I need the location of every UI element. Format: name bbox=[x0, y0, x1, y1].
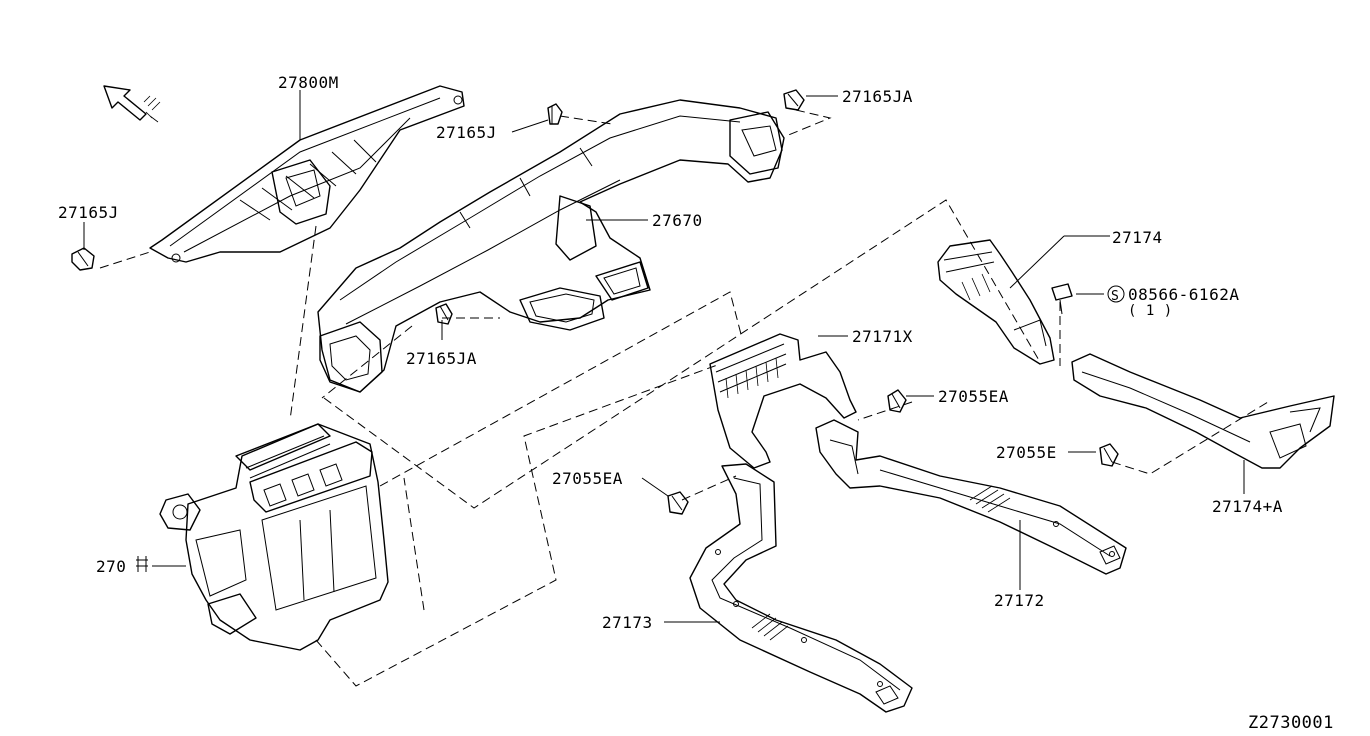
label-27800M: 27800M bbox=[278, 73, 339, 92]
side-vent-duct-27171X-part bbox=[709, 333, 857, 469]
label-27174A: 27174+A bbox=[1212, 497, 1283, 516]
rear-duct-27174A-part bbox=[1071, 353, 1335, 469]
diagram-code: Z2730001 bbox=[1248, 713, 1334, 733]
label-08566-quantity: ( 1 ) bbox=[1128, 303, 1173, 319]
leader-lines bbox=[83, 90, 1245, 623]
label-27172: 27172 bbox=[994, 591, 1045, 610]
label-27165JA-top: 27165JA bbox=[842, 87, 913, 106]
main-heater-duct-part bbox=[317, 99, 785, 393]
label-27165J-left: 27165J bbox=[58, 203, 119, 222]
label-08566-6162A: 08566-6162A bbox=[1128, 285, 1239, 304]
floor-duct-27173-part bbox=[689, 463, 913, 713]
defroster-nozzle-part bbox=[149, 85, 465, 263]
label-27165J-mid: 27165J bbox=[436, 123, 497, 142]
dashed-guide-lines bbox=[99, 109, 1269, 687]
front-direction-arrow-icon bbox=[103, 85, 161, 123]
clip-fastener-icon bbox=[71, 247, 95, 271]
label-27173: 27173 bbox=[602, 613, 653, 632]
heater-unit-part bbox=[159, 423, 389, 651]
label-27670: 27670 bbox=[652, 211, 703, 230]
rear-duct-27174-part bbox=[937, 239, 1055, 365]
screw-icon bbox=[1051, 283, 1073, 315]
clip-fastener-icon bbox=[783, 89, 805, 111]
floor-duct-27172-part bbox=[815, 419, 1127, 575]
clip-fastener-icon bbox=[1099, 443, 1119, 467]
label-270-suffix-mark bbox=[136, 556, 148, 572]
clip-fastener-icon bbox=[547, 103, 563, 125]
label-270: 270 bbox=[96, 557, 126, 576]
label-27165JA-mid: 27165JA bbox=[406, 349, 477, 368]
clip-fastener-icon bbox=[887, 389, 907, 413]
label-27055EA-left: 27055EA bbox=[552, 469, 623, 488]
label-27055EA-right: 27055EA bbox=[938, 387, 1009, 406]
clip-fastener-icon bbox=[435, 303, 453, 325]
label-27171X: 27171X bbox=[852, 327, 913, 346]
label-27055E: 27055E bbox=[996, 443, 1057, 462]
symbol-circle-s-icon: S bbox=[1107, 285, 1125, 304]
symbol-s-letter: S bbox=[1111, 289, 1119, 304]
label-27174: 27174 bbox=[1112, 228, 1163, 247]
clip-fastener-icon bbox=[667, 491, 689, 515]
